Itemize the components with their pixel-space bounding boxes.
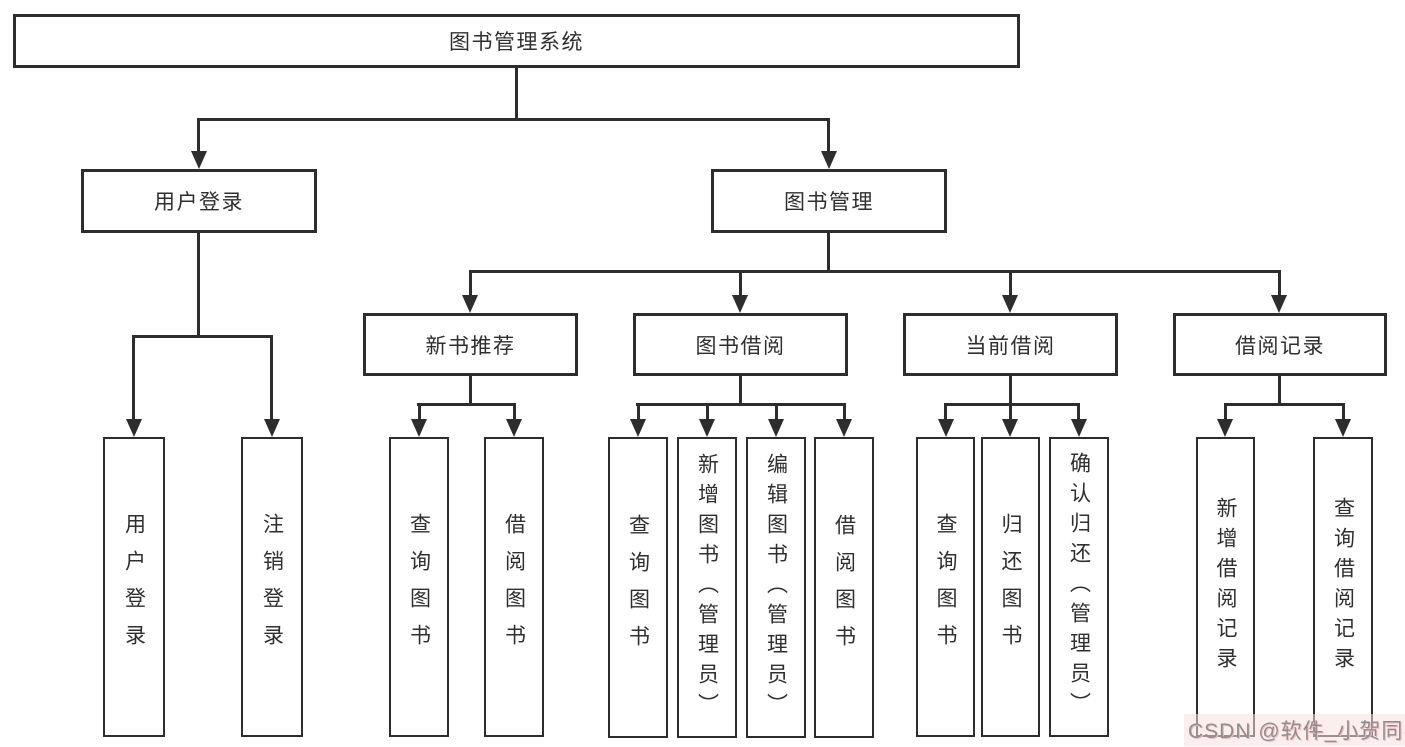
- leaf-edit-book-admin: 编辑图书（管理员）: [746, 437, 806, 738]
- node-library-system: 图书管理系统: [13, 14, 1020, 68]
- arrowhead-icon: [126, 419, 142, 437]
- node-current-borrow: 当前借阅: [903, 313, 1118, 376]
- arrowhead-icon: [768, 419, 784, 437]
- leaf-add-borrow-record: 新增借阅记录: [1196, 437, 1255, 737]
- leaf-query-books-borrow: 查询图书: [608, 437, 668, 738]
- arrowhead-icon: [821, 151, 837, 169]
- connector-line: [515, 68, 518, 120]
- connector-line: [469, 376, 472, 405]
- leaf-borrow-books-recommend: 借阅图书: [484, 437, 544, 737]
- node-user-login: 用户登录: [81, 169, 317, 233]
- arrowhead-icon: [836, 419, 852, 437]
- connector-line: [944, 403, 947, 421]
- connector-line: [197, 118, 200, 152]
- connector-line: [197, 232, 200, 337]
- connector-line: [270, 335, 273, 420]
- connector-line: [469, 270, 1281, 273]
- leaf-query-borrow-record: 查询借阅记录: [1313, 437, 1373, 737]
- leaf-add-book-admin: 新增图书（管理员）: [677, 437, 737, 738]
- csdn-watermark: CSDN @软件_小贺同学: [1184, 714, 1405, 746]
- connector-line: [706, 403, 709, 421]
- connector-line: [1278, 376, 1281, 405]
- node-new-book-recommend: 新书推荐: [363, 313, 578, 376]
- leaf-return-books: 归还图书: [981, 437, 1040, 737]
- arrowhead-icon: [699, 419, 715, 437]
- connector-line: [513, 403, 516, 421]
- connector-line: [132, 335, 273, 338]
- leaf-logout: 注销登录: [241, 437, 303, 737]
- arrowhead-icon: [191, 151, 207, 169]
- connector-line: [827, 233, 830, 273]
- leaf-confirm-return-admin: 确认归还（管理员）: [1049, 437, 1109, 737]
- node-borrow-records: 借阅记录: [1173, 313, 1387, 376]
- connector-line: [1009, 270, 1012, 298]
- connector-line: [739, 376, 742, 405]
- connector-line: [1224, 403, 1344, 406]
- arrowhead-icon: [1217, 419, 1233, 437]
- leaf-user-login: 用户登录: [103, 437, 165, 737]
- connector-line: [636, 403, 846, 406]
- connector-line: [775, 403, 778, 421]
- node-book-borrow: 图书借阅: [633, 313, 848, 376]
- connector-line: [1009, 376, 1012, 405]
- connector-line: [132, 335, 135, 420]
- connector-line: [1077, 403, 1080, 421]
- arrowhead-icon: [506, 419, 522, 437]
- arrowhead-icon: [1071, 419, 1087, 437]
- arrowhead-icon: [1335, 419, 1351, 437]
- connector-line: [739, 270, 742, 298]
- node-book-management: 图书管理: [711, 169, 947, 233]
- connector-line: [418, 403, 421, 421]
- connector-line: [637, 403, 640, 421]
- arrowhead-icon: [264, 419, 280, 437]
- leaf-query-books-recommend: 查询图书: [389, 437, 449, 737]
- connector-line: [417, 403, 516, 406]
- connector-line: [1224, 403, 1227, 421]
- connector-line: [469, 270, 472, 298]
- connector-line: [1009, 403, 1012, 421]
- connector-line: [843, 403, 846, 421]
- connector-line: [944, 403, 1080, 406]
- arrowhead-icon: [1271, 295, 1287, 313]
- connector-line: [197, 118, 830, 121]
- arrowhead-icon: [411, 419, 427, 437]
- leaf-borrow-books: 借阅图书: [814, 437, 874, 738]
- arrowhead-icon: [1002, 419, 1018, 437]
- connector-line: [827, 118, 830, 152]
- connector-line: [1278, 270, 1281, 298]
- arrowhead-icon: [630, 419, 646, 437]
- leaf-query-books-current: 查询图书: [916, 437, 975, 737]
- arrowhead-icon: [732, 295, 748, 313]
- arrowhead-icon: [1002, 295, 1018, 313]
- connector-line: [1342, 403, 1345, 421]
- arrowhead-icon: [462, 295, 478, 313]
- arrowhead-icon: [938, 419, 954, 437]
